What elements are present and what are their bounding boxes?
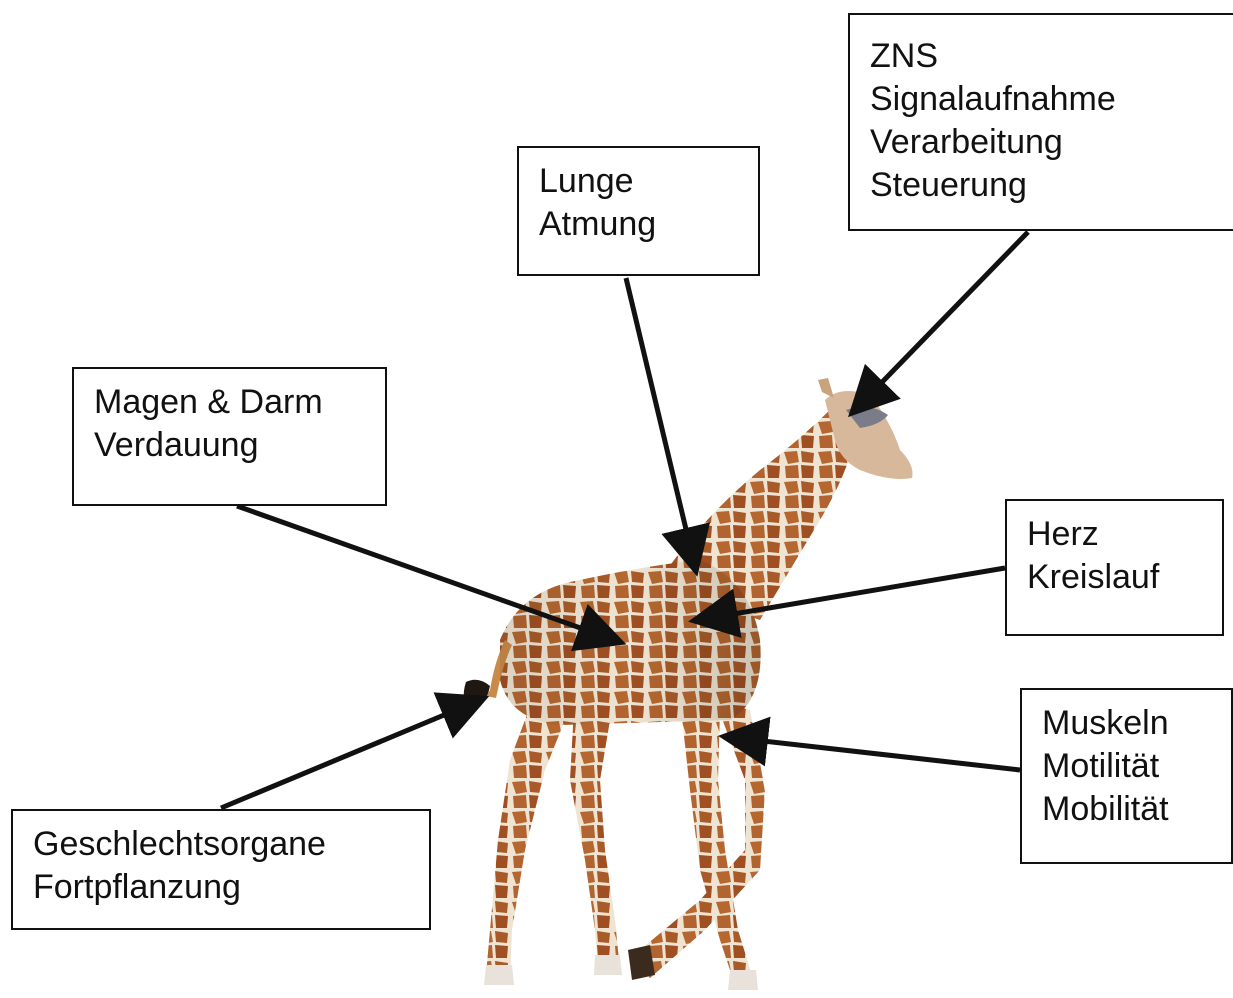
- arrow-magen: [237, 506, 617, 641]
- arrow-herz: [698, 568, 1005, 620]
- label-box-lunge: Lunge Atmung: [517, 146, 760, 276]
- arrow-lunge: [626, 278, 695, 567]
- arrow-zns: [855, 232, 1028, 410]
- label-box-magen-darm: Magen & Darm Verdauung: [72, 367, 387, 506]
- zns-function-3: Steuerung: [870, 164, 1228, 207]
- label-box-muskeln: Muskeln Motilität Mobilität: [1020, 688, 1233, 864]
- herz-function: Kreislauf: [1027, 556, 1202, 599]
- zns-title: ZNS: [870, 35, 1228, 78]
- geschlecht-title: Geschlechtsorgane: [33, 823, 409, 866]
- herz-title: Herz: [1027, 513, 1202, 556]
- zns-function-1: Signalaufnahme: [870, 78, 1228, 121]
- label-box-zns: ZNS Signalaufnahme Verarbeitung Steuerun…: [848, 13, 1233, 231]
- label-box-geschlechtsorgane: Geschlechtsorgane Fortpflanzung: [11, 809, 431, 930]
- zns-function-2: Verarbeitung: [870, 121, 1228, 164]
- label-box-herz: Herz Kreislauf: [1005, 499, 1224, 636]
- arrow-muskeln: [728, 737, 1020, 770]
- lunge-title: Lunge: [539, 160, 738, 203]
- muskeln-function-2: Mobilität: [1042, 788, 1211, 831]
- geschlecht-function: Fortpflanzung: [33, 866, 409, 909]
- magen-title: Magen & Darm: [94, 381, 365, 424]
- muskeln-function-1: Motilität: [1042, 745, 1211, 788]
- magen-function: Verdauung: [94, 424, 365, 467]
- arrow-geschlecht: [221, 700, 480, 808]
- lunge-function: Atmung: [539, 203, 738, 246]
- muskeln-title: Muskeln: [1042, 702, 1211, 745]
